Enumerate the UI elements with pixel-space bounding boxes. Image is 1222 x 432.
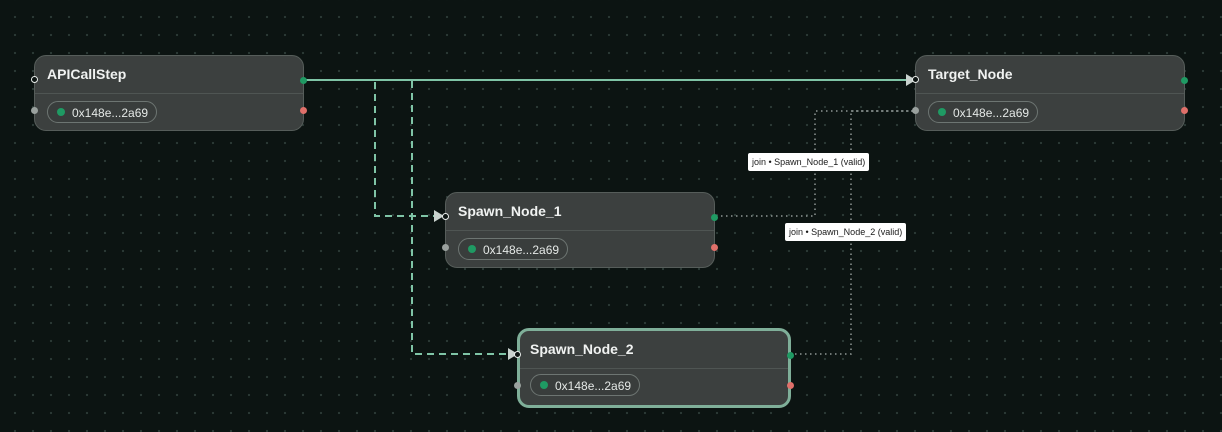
arrow-head-icon — [434, 210, 444, 222]
address-chip[interactable]: 0x148e...2a69 — [458, 238, 569, 260]
side-port[interactable] — [442, 244, 449, 251]
node-target[interactable]: Target_Node 0x148e...2a69 — [912, 55, 1188, 131]
address-text: 0x148e...2a69 — [483, 243, 560, 257]
output-port[interactable] — [1181, 77, 1188, 84]
node-title: Spawn_Node_2 — [520, 331, 788, 369]
edge-api-to-spawn1[interactable] — [305, 79, 435, 217]
side-port[interactable] — [912, 107, 919, 114]
address-text: 0x148e...2a69 — [72, 106, 149, 120]
node-title: Target_Node — [916, 56, 1184, 94]
output-port[interactable] — [787, 352, 794, 359]
input-port[interactable] — [31, 76, 38, 83]
output-port[interactable] — [300, 77, 307, 84]
address-chip[interactable]: 0x148e...2a69 — [928, 101, 1039, 123]
side-port[interactable] — [31, 107, 38, 114]
address-chip[interactable]: 0x148e...2a69 — [530, 374, 641, 396]
status-dot-icon — [938, 108, 946, 116]
side-port[interactable] — [514, 382, 521, 389]
arrow-head-icon — [906, 74, 916, 86]
error-port[interactable] — [711, 244, 718, 251]
edge-label-spawn2: join • Spawn_Node_2 (valid) — [785, 223, 907, 241]
node-spawn-2[interactable]: Spawn_Node_2 0x148e...2a69 — [514, 328, 794, 408]
node-spawn-1[interactable]: Spawn_Node_1 0x148e...2a69 — [442, 192, 718, 268]
address-text: 0x148e...2a69 — [555, 379, 632, 393]
address-text: 0x148e...2a69 — [953, 106, 1030, 120]
error-port[interactable] — [300, 107, 307, 114]
node-apicallstep[interactable]: APICallStep 0x148e...2a69 — [31, 55, 307, 131]
node-title: Spawn_Node_1 — [446, 193, 714, 231]
input-port[interactable] — [442, 213, 449, 220]
node-title: APICallStep — [35, 56, 303, 94]
edge-spawn2-to-target[interactable] — [790, 110, 915, 355]
input-port[interactable] — [514, 351, 521, 358]
status-dot-icon — [468, 245, 476, 253]
arrow-head-icon — [508, 348, 518, 360]
status-dot-icon — [540, 381, 548, 389]
output-port[interactable] — [711, 214, 718, 221]
input-port[interactable] — [912, 76, 919, 83]
error-port[interactable] — [787, 382, 794, 389]
error-port[interactable] — [1181, 107, 1188, 114]
edge-label-spawn1: join • Spawn_Node_1 (valid) — [748, 153, 870, 171]
address-chip[interactable]: 0x148e...2a69 — [47, 101, 158, 123]
edge-api-to-spawn2[interactable] — [305, 79, 508, 355]
status-dot-icon — [57, 108, 65, 116]
